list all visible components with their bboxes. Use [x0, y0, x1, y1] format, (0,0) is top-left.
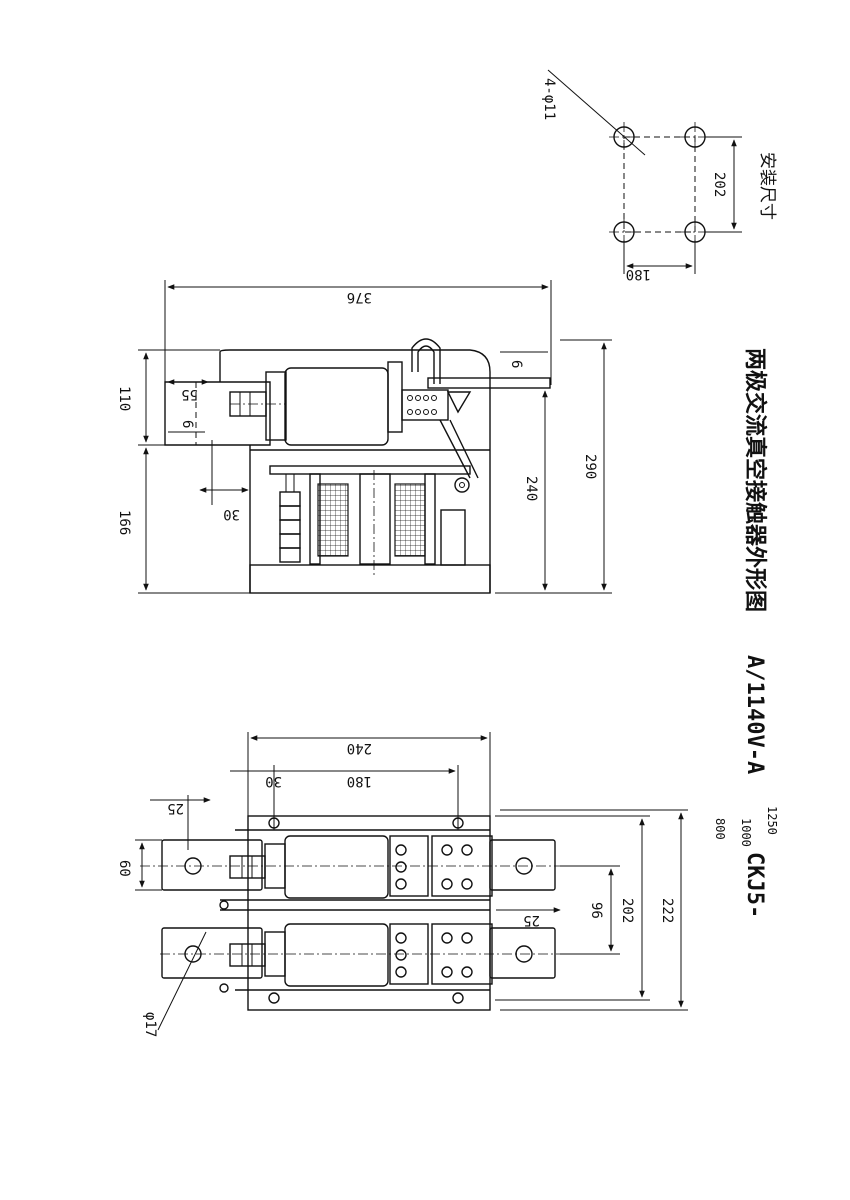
- current-800: 800: [713, 818, 727, 840]
- vacuum-interrupter: [284, 835, 389, 899]
- offset-25-label: 25: [523, 912, 540, 928]
- upper-height-label: 110: [116, 386, 132, 411]
- hole-note: 4-φ11: [541, 78, 557, 120]
- auxiliary-contacts: [279, 474, 301, 563]
- frame-top: [219, 349, 491, 475]
- width-240-label: 240: [347, 740, 372, 756]
- lower-height-label: 166: [116, 510, 132, 535]
- offset-30-front-label: 30: [265, 773, 282, 789]
- hole-leader: [547, 69, 646, 156]
- pole-1: [140, 835, 560, 899]
- mount-height-label: 202: [711, 172, 727, 197]
- terminal-60-label: 60: [116, 860, 132, 877]
- lever-arm: [427, 377, 551, 389]
- mounting-label: 安装尺寸: [757, 152, 777, 220]
- coil-cylinder: [284, 367, 389, 446]
- base-plate: [249, 564, 491, 594]
- hook: [411, 338, 441, 384]
- title-block: 两极交流真空接触器外形图 A/1140V-A 800 1000 1250 CKJ…: [713, 348, 779, 918]
- current-1000: 1000: [739, 818, 753, 847]
- span-222-label: 222: [659, 898, 675, 923]
- terminal-bar: [161, 839, 263, 891]
- coil-winding: [394, 483, 426, 557]
- left-bracket: [164, 381, 271, 446]
- terminal-bar: [161, 927, 263, 979]
- mounting-outline: [623, 136, 696, 233]
- offset-6-left-label: 6: [179, 420, 195, 428]
- height-290-label: 290: [582, 454, 598, 479]
- overall-length-label: 376: [347, 289, 372, 305]
- mount-width-label: 180: [626, 266, 651, 282]
- side-view: 376: [116, 280, 612, 594]
- offset-25-top-label: 25: [167, 800, 184, 816]
- coil-winding: [317, 483, 349, 557]
- pole-2: [160, 923, 560, 987]
- offset-30-label: 30: [223, 506, 240, 522]
- mounting-base: [247, 815, 491, 1011]
- height-240-label: 240: [523, 476, 539, 501]
- product-name: 两极交流真空接触器外形图: [742, 348, 768, 612]
- front-view: 240 30 180 25: [116, 732, 688, 1037]
- mounting-pattern: 4-φ11 180 202 安装尺寸: [541, 69, 777, 282]
- model-number: CKJ5-: [742, 852, 767, 918]
- voltage-suffix: A/1140V-A: [742, 655, 767, 774]
- span-202-label: 202: [619, 898, 635, 923]
- offset-55-label: 55: [181, 386, 198, 402]
- vacuum-interrupter: [284, 923, 389, 987]
- offset-6-right-label: 6: [508, 360, 524, 368]
- spring-housing: [401, 389, 449, 421]
- pitch-96-label: 96: [588, 902, 604, 919]
- spacing-180-label: 180: [347, 773, 372, 789]
- current-1250: 1250: [765, 806, 779, 835]
- hole-phi17-label: φ17: [142, 1012, 158, 1037]
